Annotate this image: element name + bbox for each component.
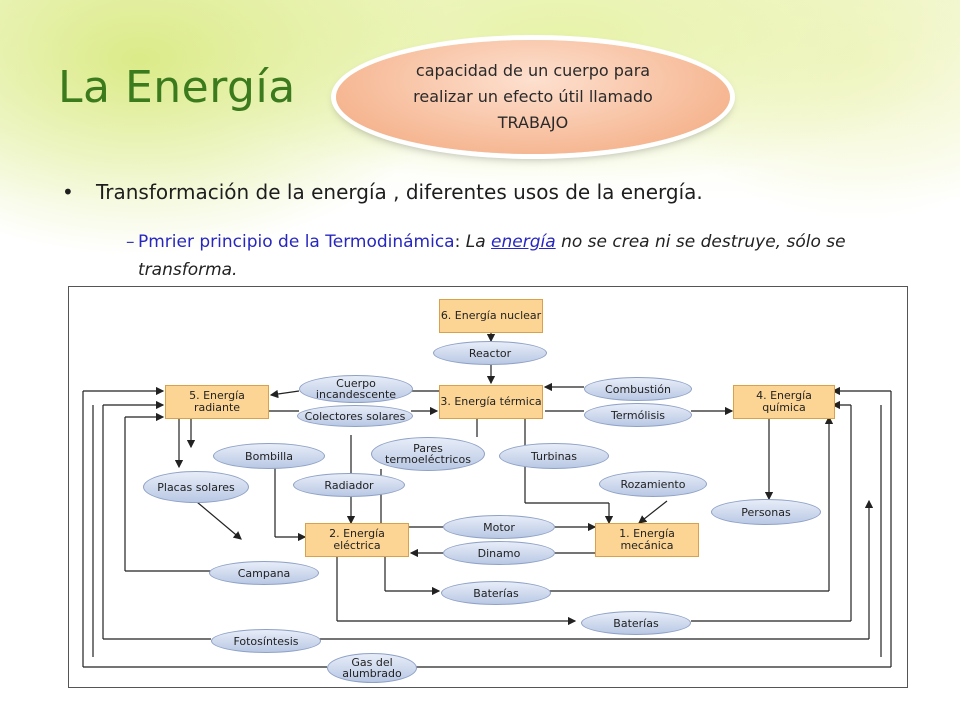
oval-rozamiento: Rozamiento (599, 471, 707, 497)
definition-callout: capacidad de un cuerpo para realizar un … (336, 40, 730, 154)
box-energia-quimica: 4. Energía química (733, 385, 835, 419)
oval-turbinas: Turbinas (499, 443, 609, 469)
law-name: Pmrier principio de la Termodinámica (138, 232, 455, 252)
law-colon: : (454, 232, 461, 252)
law-text-a: La (460, 232, 492, 252)
oval-baterias-2: Baterías (581, 611, 691, 635)
oval-cuerpo-incandescente: Cuerpo incandescente (299, 375, 413, 403)
callout-text: capacidad de un cuerpo para realizar un … (413, 61, 653, 132)
slide-title: La Energía (58, 62, 296, 113)
oval-bombilla: Bombilla (213, 443, 325, 469)
law-text-b: no se crea ni se destruye, sólo se trans… (138, 232, 846, 280)
box-energia-radiante: 5. Energía radiante (165, 385, 269, 419)
box-energia-nuclear: 6. Energía nuclear (439, 299, 543, 333)
box-energia-mecanica: 1. Energía mecánica (595, 523, 699, 557)
oval-combustion: Combustión (584, 377, 692, 401)
oval-baterias-1: Baterías (441, 581, 551, 605)
box-energia-electrica: 2. Energía eléctrica (305, 523, 409, 557)
energy-transformation-diagram: 6. Energía nuclear 5. Energía radiante 3… (68, 286, 908, 688)
oval-dinamo: Dinamo (443, 541, 555, 565)
energia-link[interactable]: energía (491, 232, 556, 252)
oval-radiador: Radiador (293, 473, 405, 497)
oval-pares-termoelectricos: Pares termoeléctricos (371, 437, 485, 471)
oval-motor: Motor (443, 515, 555, 539)
connector-lines (82, 333, 892, 668)
sub-bullet-body: Pmrier principio de la Termodinámica: La… (138, 228, 878, 284)
oval-fotosintesis: Fotosíntesis (211, 629, 321, 653)
oval-colectores-solares: Colectores solares (297, 405, 413, 427)
bullet-dot: • (62, 180, 74, 204)
oval-campana: Campana (209, 561, 319, 585)
box-energia-termica: 3. Energía térmica (439, 385, 543, 419)
sub-bullet-dash: – (126, 232, 135, 252)
oval-gas-del-alumbrado: Gas del alumbrado (327, 653, 417, 683)
bullet-text: Transformación de la energía , diferente… (96, 180, 703, 204)
oval-reactor: Reactor (433, 341, 547, 365)
oval-personas: Personas (711, 499, 821, 525)
oval-termolisis: Termólisis (584, 403, 692, 427)
oval-placas-solares: Placas solares (143, 471, 249, 503)
